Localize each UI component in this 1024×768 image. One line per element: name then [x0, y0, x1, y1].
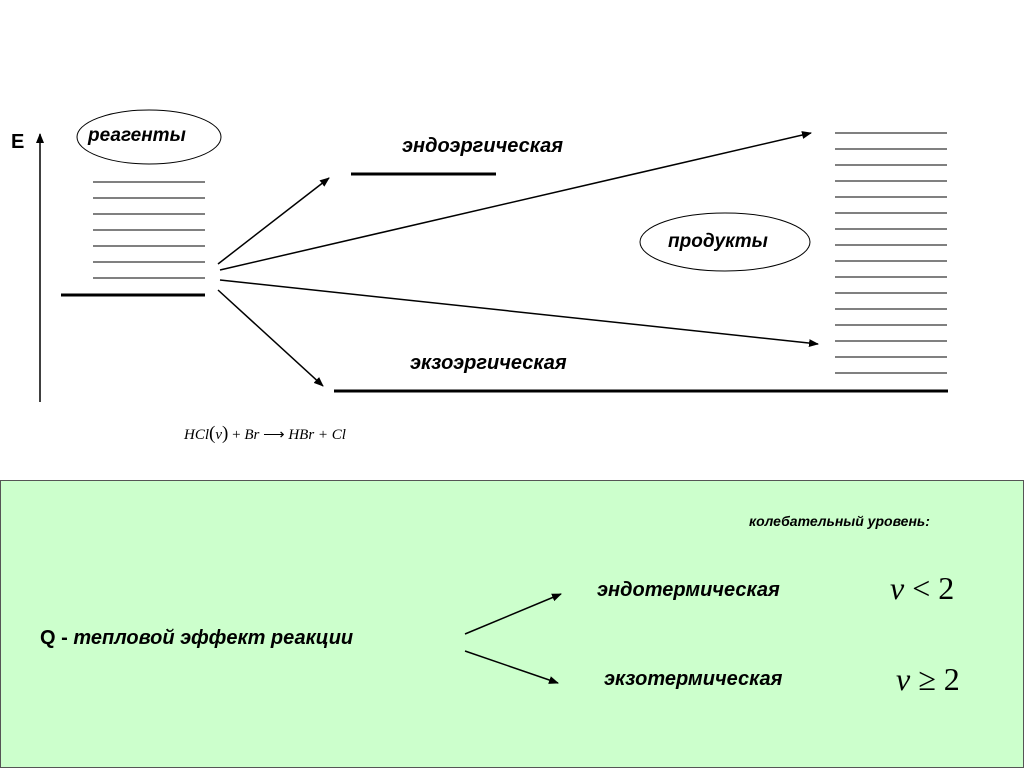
reaction-equation: HCl(v) + Br ⟶ HBr + Cl — [184, 423, 346, 444]
arrow-to-endothermic — [464, 593, 562, 635]
arrow-to-lower-products — [219, 279, 819, 348]
cond-exo-num: 2 — [943, 661, 960, 697]
endoergic-label: эндоэргическая — [402, 135, 564, 157]
eq-rhs: HBr + Cl — [288, 427, 346, 443]
arrow-to-upper-products — [219, 131, 812, 271]
cond-endo-num: 2 — [938, 570, 955, 606]
q-text: тепловой эффект реакции — [73, 627, 354, 649]
eq-hcl: HCl — [184, 427, 210, 443]
cond-endo-op: < — [912, 570, 931, 606]
energy-axis-label: E — [11, 131, 25, 153]
reagents-label: реагенты — [88, 125, 186, 146]
panel-arrows — [464, 593, 562, 684]
arrow-to-endo-level — [217, 177, 330, 265]
arrow-to-exothermic — [464, 650, 559, 684]
q-prefix: Q - — [40, 627, 68, 649]
heat-effect-panel: колебательный уровень: Q - тепловой эффе… — [0, 480, 1024, 768]
eq-plus: + — [232, 427, 241, 443]
eq-br: Br — [244, 427, 260, 443]
q-definition: Q - тепловой эффект реакции — [40, 627, 353, 650]
exoergic-label: экзоэргическая — [410, 352, 567, 374]
reagents-ellipse — [76, 109, 222, 165]
reagent-levels — [93, 181, 205, 279]
cond-exo-v: v — [896, 661, 911, 697]
product-levels — [835, 132, 947, 374]
vibrational-level-label: колебательный уровень: — [749, 513, 930, 529]
endothermic-condition: v < 2 — [890, 570, 954, 607]
exothermic-condition: v ≥ 2 — [896, 661, 960, 698]
endothermic-label: эндотермическая — [597, 579, 780, 601]
products-ellipse — [639, 212, 811, 272]
eq-arrow: ⟶ — [263, 427, 285, 443]
exothermic-label: экзотермическая — [604, 668, 783, 690]
cond-exo-op: ≥ — [918, 661, 936, 697]
products-label: продукты — [668, 231, 768, 252]
eq-v: v — [215, 427, 223, 443]
arrow-to-exo-level — [217, 289, 324, 387]
cond-endo-v: v — [890, 570, 905, 606]
